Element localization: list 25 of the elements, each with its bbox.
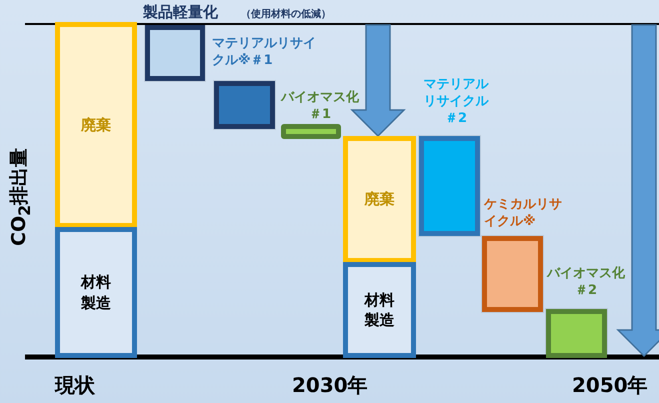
- waterfall-bar: [546, 309, 607, 358]
- bar-caption: ケミカルリサイクル※: [484, 197, 563, 231]
- arrow: [350, 24, 406, 138]
- waterfall-bar: [343, 262, 416, 358]
- waterfall-bar: [482, 236, 543, 312]
- bar-label: 廃棄: [80, 114, 112, 136]
- bar-caption: （使用材料の低減）: [241, 8, 332, 21]
- bar-caption: バイオマス化＃1: [280, 90, 360, 124]
- waterfall-bar: [55, 22, 137, 228]
- waterfall-bar: [419, 136, 480, 236]
- bar-label: 材料製造: [363, 290, 396, 330]
- axis-label: 2050年: [572, 372, 648, 399]
- waterfall-bar: [145, 25, 205, 81]
- axis-label: 2030年: [292, 372, 368, 399]
- waterfall-bar: [214, 81, 275, 129]
- bar-caption: 製品軽量化: [143, 3, 219, 22]
- bar-caption: マテリアルリサイクル＃2: [422, 77, 490, 128]
- waterfall-bar: [281, 124, 341, 139]
- waterfall-bar: [343, 136, 416, 263]
- axis-label: 現状: [55, 372, 95, 399]
- waterfall-bar: [55, 227, 137, 358]
- bar-label: 廃棄: [363, 189, 396, 210]
- bar-caption: バイオマス化＃2: [546, 266, 626, 300]
- bar-caption: マテリアルリサイクル※＃1: [212, 36, 317, 70]
- bar-label: 材料製造: [80, 272, 112, 313]
